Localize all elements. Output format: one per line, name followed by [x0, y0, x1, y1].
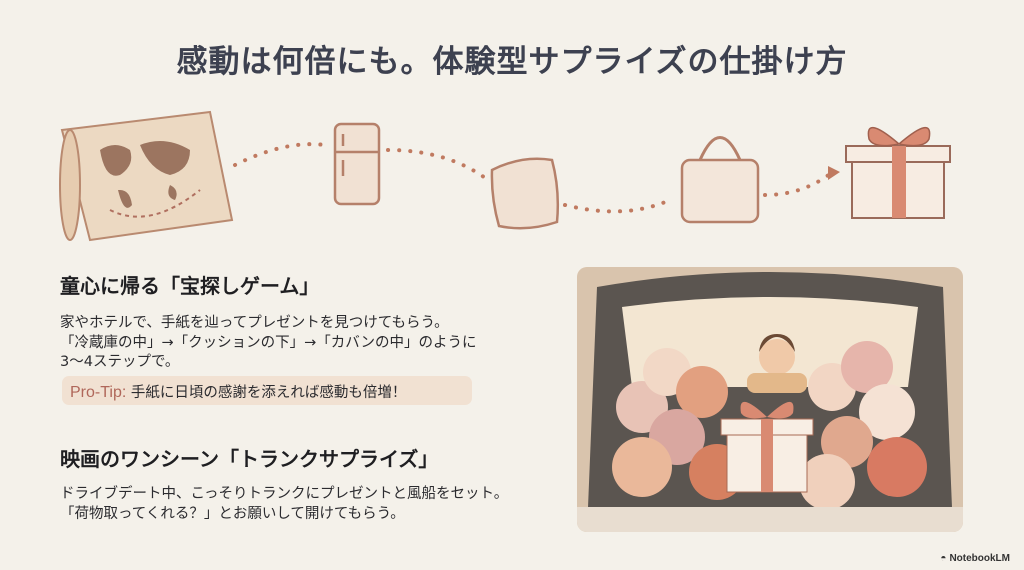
body-line: 「冷蔵庫の中」→「クッションの下」→「カバンの中」のように: [60, 334, 477, 351]
gift-box: [720, 401, 814, 493]
section-body-trunk-surprise: ドライブデート中、こっそりトランクにプレゼントと風船をセット。 「荷物取ってくれ…: [60, 485, 508, 524]
pro-tip-label: Pro-Tip:: [70, 384, 127, 401]
section-heading-treasure-hunt: 童心に帰る「宝探しゲーム」: [60, 274, 320, 298]
dotted-path: [763, 168, 837, 197]
bag-icon: [680, 136, 760, 224]
brand-label: NotebookLM: [949, 553, 1010, 564]
body-line: 家やホテルで、手紙を辿ってプレゼントを見つけてもらう。: [60, 315, 449, 331]
pro-tip-text: 手紙に日頃の感謝を添えれば感動も倍増！: [126, 385, 407, 401]
section-heading-trunk-surprise: 映画のワンシーン「トランクサプライズ」: [60, 447, 439, 471]
trunk-surprise-illustration: [577, 267, 963, 532]
notebooklm-brand: ◓NotebookLM: [940, 553, 1010, 564]
map-icon: [59, 110, 234, 242]
dotted-path: [386, 148, 490, 182]
gift-icon: [845, 127, 951, 219]
fridge-icon: [333, 122, 381, 206]
page-title: 感動は何倍にも。体験型サプライズの仕掛け方: [176, 44, 848, 80]
section-body-treasure-hunt: 家やホテルで、手紙を辿ってプレゼントを見つけてもらう。 「冷蔵庫の中」→「クッシ…: [60, 314, 477, 373]
cushion-icon: [490, 157, 560, 230]
notebooklm-logo-icon: ◓: [940, 553, 947, 564]
dotted-path: [233, 142, 327, 167]
body-line: ドライブデート中、こっそりトランクにプレゼントと風船をセット。: [60, 486, 509, 502]
dotted-path: [563, 198, 672, 214]
pro-tip-box: Pro-Tip: 手紙に日頃の感謝を添えれば感動も倍増！: [62, 376, 472, 405]
balloons: [612, 341, 927, 510]
body-line: 3〜4ステップで。: [60, 354, 180, 370]
icon-row: [59, 110, 951, 242]
body-line: 「荷物取ってくれる？」とお願いして開けてもらう。: [60, 505, 405, 522]
arrow-head-icon: [828, 166, 840, 180]
